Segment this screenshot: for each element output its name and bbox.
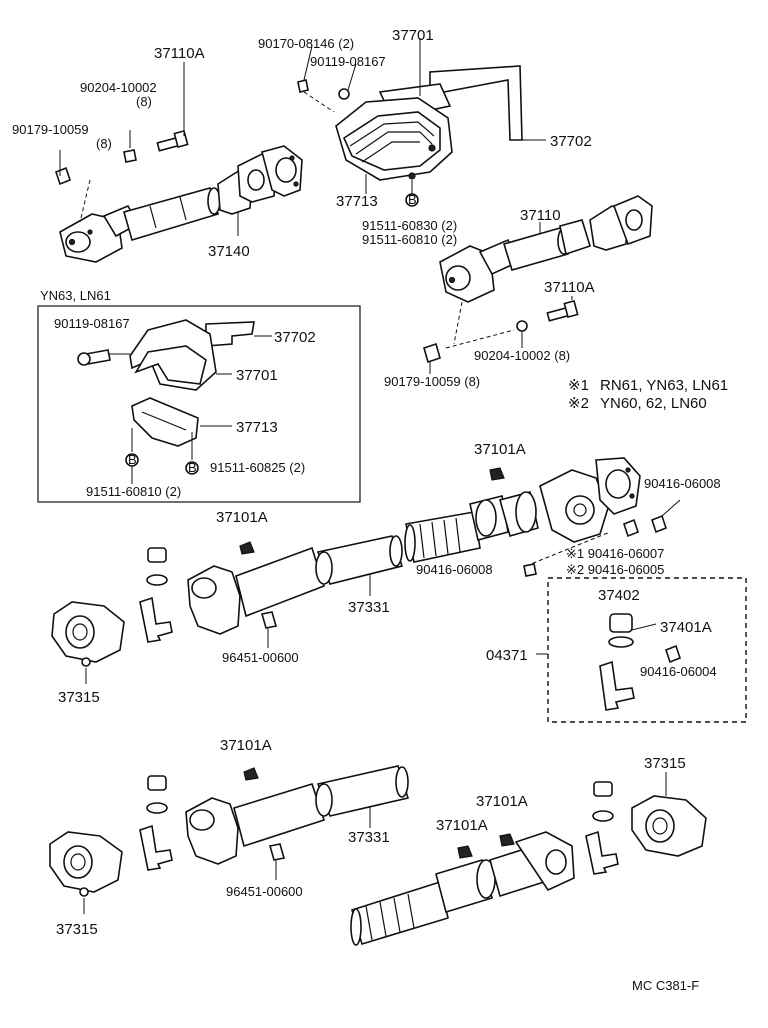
label-box-90119-08167: 90119-08167: [54, 316, 130, 331]
propeller-shaft-37110: [423, 195, 653, 374]
label-37331-mid: 37331: [348, 599, 390, 616]
label-37101A-bot-mid-b: 37101A: [436, 817, 488, 834]
label-b-mark-box-b: B: [188, 460, 197, 475]
label-37702-top: 37702: [550, 133, 592, 150]
inset-yn63-ln61: [37, 305, 361, 503]
note-models-2: YN60, 62, LN60: [600, 395, 707, 412]
label-37315-mid: 37315: [58, 689, 100, 706]
label-37101A-bot-mid-a: 37101A: [476, 793, 528, 810]
label-b-mark-box-a: B: [128, 452, 137, 467]
label-ref2-90416-06005: ※2 90416-06005: [566, 562, 664, 577]
label-04371: 04371: [486, 647, 528, 664]
label-91511-60830: 91511-60830 (2): [362, 218, 457, 233]
label-90204-10002-right: 90204-10002 (8): [474, 348, 570, 363]
label-b-mark-top: B: [408, 192, 417, 207]
label-37315-bot-left: 37315: [56, 921, 98, 938]
label-box-37702: 37702: [274, 329, 316, 346]
label-90416-06008-right: 90416-06008: [644, 476, 721, 491]
label-37110A-right: 37110A: [544, 279, 595, 296]
label-37315-bot-right: 37315: [644, 755, 686, 772]
label-96451-00600-bot: 96451-00600: [226, 884, 303, 899]
label-37701-top: 37701: [392, 27, 434, 44]
label-37110: 37110: [520, 207, 561, 224]
label-90170-08146: 90170-08146 (2): [258, 36, 354, 51]
rear-propeller-shaft-bottom: [49, 765, 707, 946]
label-37331-bot: 37331: [348, 829, 390, 846]
label-90416-06008-mid: 90416-06008: [416, 562, 493, 577]
diagram-code: MC C381-F: [632, 978, 699, 993]
label-box-91511-60825: 91511-60825 (2): [210, 460, 305, 475]
front-propeller-shaft: [55, 62, 303, 263]
label-box-37713: 37713: [236, 419, 278, 436]
label-box-91511-60810: 91511-60810 (2): [86, 484, 181, 499]
note-models-1: RN61, YN63, LN61: [600, 377, 728, 394]
note-mark-2: ※2: [568, 395, 589, 412]
label-91511-60810-top: 91511-60810 (2): [362, 232, 457, 247]
label-90416-06004: 90416-06004: [640, 664, 717, 679]
center-bearing-assembly: [297, 38, 546, 207]
label-ref1-90416-06007: ※1 90416-06007: [566, 546, 664, 561]
label-qty-8-a: (8): [136, 94, 152, 109]
inset-title: YN63, LN61: [40, 288, 111, 303]
label-90179-10059-right: 90179-10059 (8): [384, 374, 480, 389]
label-37101A-mid-right: 37101A: [474, 441, 526, 458]
label-37713-top: 37713: [336, 193, 378, 210]
label-37402: 37402: [598, 587, 640, 604]
label-37140: 37140: [208, 243, 250, 260]
label-96451-00600-mid: 96451-00600: [222, 650, 299, 665]
label-37401A: 37401A: [660, 619, 712, 636]
label-37101A-mid-left: 37101A: [216, 509, 268, 526]
universal-joint-kit-04371: [536, 577, 747, 723]
label-90179-10059-top: 90179-10059: [12, 122, 89, 137]
label-90204-10002-top: 90204-10002: [80, 80, 157, 95]
label-90119-08167-top: 90119-08167: [310, 54, 386, 69]
label-box-37701: 37701: [236, 367, 278, 384]
label-37101A-bot-left: 37101A: [220, 737, 272, 754]
part-labels: 37110A 90204-10002 (8) 90179-10059 (8) 3…: [12, 27, 728, 993]
rear-propeller-shaft-mid: [51, 457, 681, 684]
label-37110A-top: 37110A: [154, 45, 205, 62]
label-qty-8-b: (8): [96, 136, 112, 151]
note-mark-1: ※1: [568, 377, 589, 394]
